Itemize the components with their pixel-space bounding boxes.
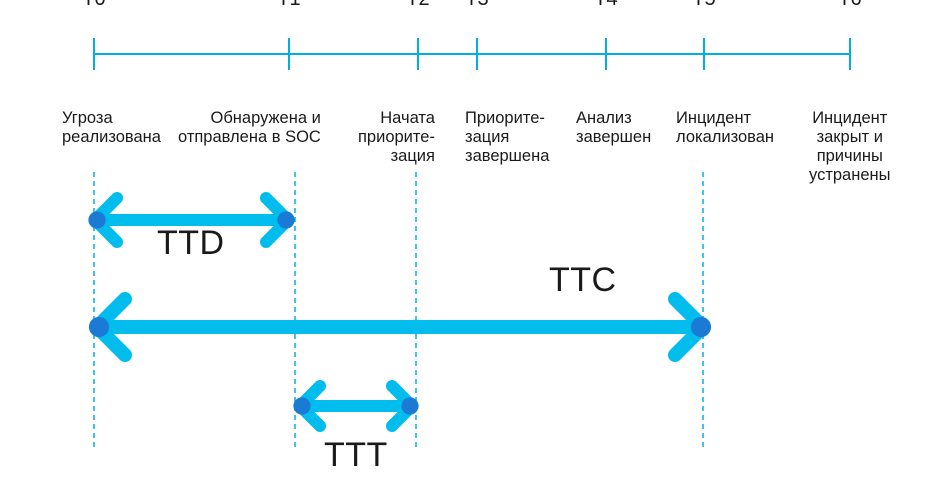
- ttc-label: TTC: [549, 261, 617, 299]
- event-label-line: приорите-: [358, 128, 435, 146]
- event-label-line: закрыт и: [816, 128, 883, 146]
- timeline-label-3: T3: [442, 0, 512, 9]
- event-label-line: завершена: [465, 147, 550, 165]
- event-label-line: Начата: [380, 109, 435, 127]
- timeline-label-1: T1: [254, 0, 324, 9]
- timeline-label-2: T2: [383, 0, 453, 9]
- timeline-axis: [93, 38, 851, 70]
- event-label-line: причины: [816, 147, 883, 165]
- event-label-line: устранены: [809, 166, 891, 184]
- event-label-line: зация: [465, 128, 510, 146]
- event-label-line: Инцидент: [812, 109, 888, 127]
- ttd-arrow-node-right: [277, 211, 295, 229]
- timeline-label-6: T6: [815, 0, 885, 9]
- event-label-line: Анализ: [576, 109, 632, 127]
- interval-arrows: [88, 192, 712, 432]
- ttt-arrow-node-right: [401, 397, 419, 415]
- timeline-label-0: T0: [59, 0, 129, 9]
- ttd-label: TTD: [157, 224, 225, 262]
- ttc-arrow: [88, 292, 712, 362]
- event-label-line: зация: [390, 147, 435, 165]
- event-label-line: Обнаружена и: [210, 109, 321, 127]
- ttt-label: TTT: [324, 436, 388, 474]
- timeline-label-4: T4: [571, 0, 641, 9]
- ttt-arrow-node-left: [293, 397, 311, 415]
- ttd-arrow: [88, 192, 295, 248]
- event-label-line: реализована: [62, 128, 161, 146]
- ttd-arrow-node-left: [88, 211, 106, 229]
- ttt-arrow: [293, 380, 419, 432]
- timeline-label-5: T5: [669, 0, 739, 9]
- event-label-line: завершен: [576, 128, 652, 146]
- event-label-line: Инцидент: [676, 109, 752, 127]
- event-label-line: Угроза: [62, 109, 113, 127]
- ttc-arrow-node-left: [88, 316, 110, 338]
- event-label-line: Приорите-: [465, 109, 545, 127]
- event-label-line: отправлена в SOC: [178, 128, 321, 146]
- ttc-arrow-node-right: [690, 316, 712, 338]
- event-label-line: локализован: [676, 128, 775, 146]
